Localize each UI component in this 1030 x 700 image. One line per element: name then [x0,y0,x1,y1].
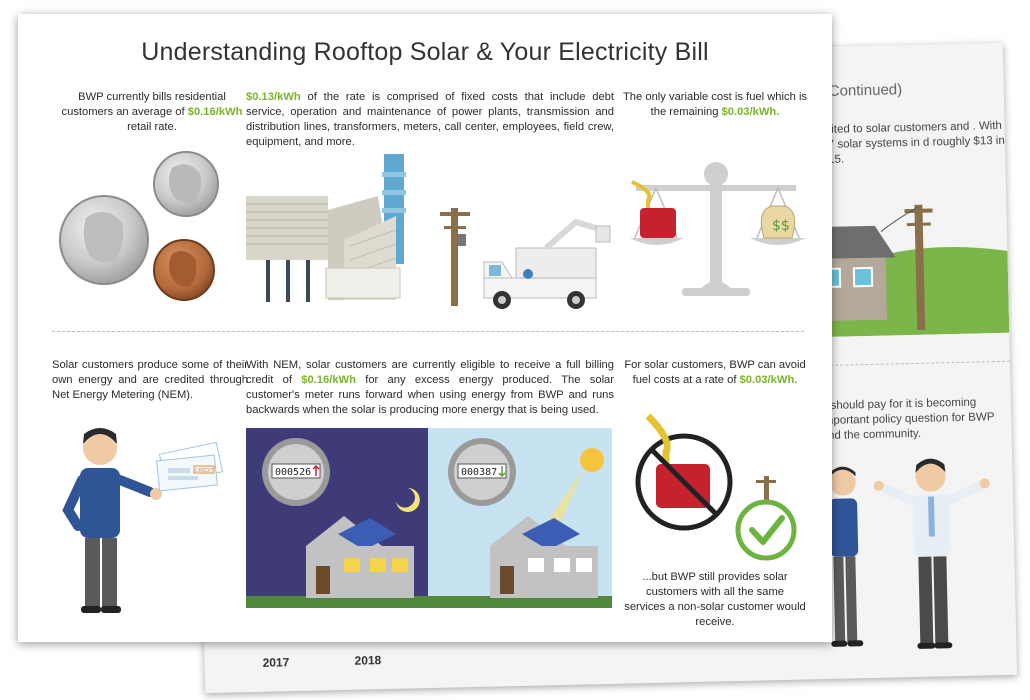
col2-top-post: of the rate is comprised of fixed costs … [246,91,615,148]
night-meter-reading: 000526 [275,467,311,478]
col3-bottom-footer: ...but BWP still provides solar customer… [624,571,806,628]
back-year-2: 2018 [354,653,382,668]
col1-bottom-text: Solar customers produce some of their ow… [52,359,248,401]
col3-top-pre: The only variable cost is fuel which is … [622,91,808,118]
col2-bottom-text: With NEM, solar customers are currently … [246,358,614,418]
col3-bottom-pre: For solar customers, BWP can avoid fuel … [624,359,806,386]
col2-bottom-post: for any excess energy produced. The sola… [246,374,614,416]
svg-text:$$: $$ [772,218,790,234]
col3-bottom-highlight: $0.03/kWh. [739,374,798,386]
back-divider [819,360,1010,367]
col1-top-post: retail rate. [127,121,177,133]
back-paragraph-1: redited to solar customers and . With 34… [814,119,1005,166]
col1-top-text: BWP currently bills residential customer… [52,90,252,135]
nem-meter-panel: 000526 000387 [246,428,612,608]
back-people-illustration [829,458,990,649]
day-meter-reading: 000387 [461,467,497,478]
power-infrastructure-illustration [246,154,611,309]
col2-top-highlight: $0.13/kWh [246,91,301,103]
section-divider [52,331,804,332]
col3-top-text: The only variable cost is fuel which is … [622,90,808,120]
credit-stamp: CREDIT [195,468,214,474]
coins-illustration [59,151,219,301]
balance-scale-illustration: $$ [630,162,806,296]
page-title: Understanding Rooftop Solar & Your Elect… [141,38,709,66]
back-page: (Continued) redited to solar customers a… [190,42,1018,694]
back-house-illustration [814,204,1010,338]
col1-top-pre: BWP currently bills residential customer… [61,91,226,118]
man-with-bill-illustration: CREDIT [62,428,224,613]
front-page: Understanding Rooftop Solar & Your Elect… [18,14,832,642]
col2-bottom-pre: With NEM, solar customers are currently … [246,359,614,386]
back-paragraph-2: o should pay for it is becoming importan… [820,396,995,443]
col3-bottom-text: For solar customers, BWP can avoid fuel … [624,358,806,388]
col2-top-text: $0.13/kWh of the rate is comprised of fi… [246,90,614,150]
col2-bottom-highlight: $0.16/kWh [301,374,356,386]
col3-top-highlight: $0.03/kWh. [721,106,780,118]
back-year-1: 2017 [262,655,290,670]
col1-top-highlight: $0.16/kWh [187,106,243,118]
no-fuel-check-illustration [635,413,797,561]
back-page-title: (Continued) [823,81,903,100]
